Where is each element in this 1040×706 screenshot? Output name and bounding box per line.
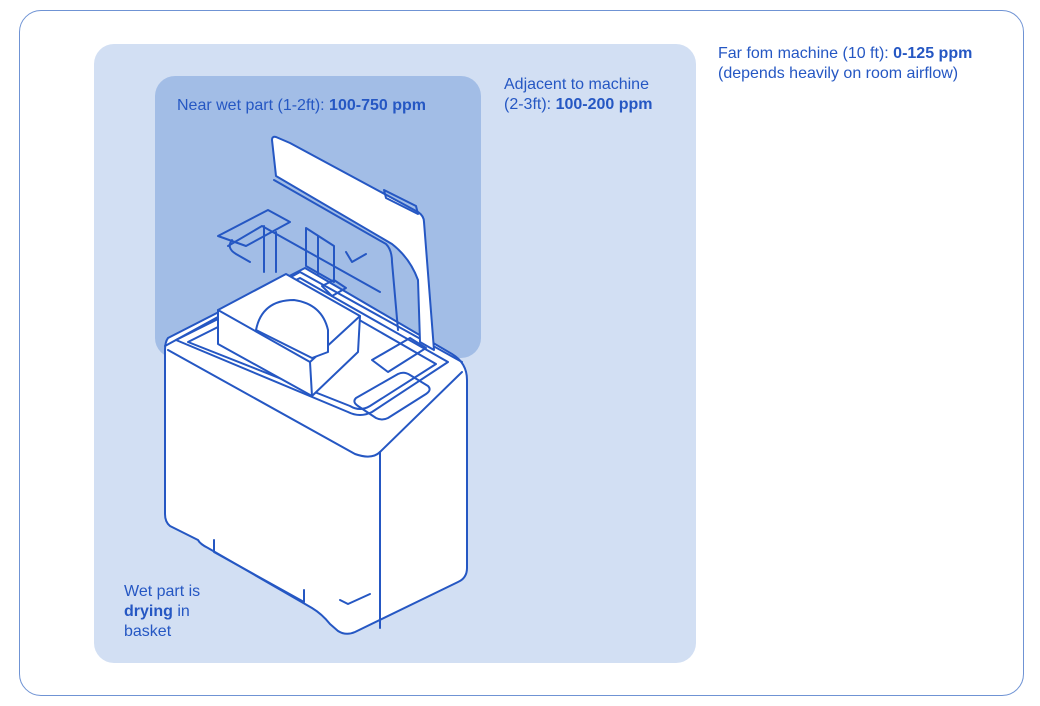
wet-part-rest: in: [172, 603, 190, 620]
far-zone-prefix: Far fom machine (10 ft):: [718, 45, 894, 62]
near-zone-prefix: Near wet part (1-2ft):: [177, 97, 330, 114]
wet-part-line1: Wet part is: [124, 583, 201, 600]
near-zone-label: Near wet part (1-2ft): 100-750 ppm: [177, 96, 426, 116]
far-zone-value: 0-125 ppm: [893, 45, 973, 62]
far-zone-label: Far fom machine (10 ft): 0-125 ppm (depen…: [718, 44, 972, 84]
near-zone-value: 100-750 ppm: [329, 97, 426, 114]
diagram-frame: [19, 10, 1024, 696]
adjacent-zone-value: 100-200 ppm: [555, 96, 653, 113]
wet-part-line3: basket: [124, 623, 172, 640]
adjacent-zone-label: Adjacent to machine (2-3ft): 100-200 ppm: [504, 75, 653, 115]
wet-part-bold: drying: [124, 603, 173, 620]
adjacent-zone-line1: Adjacent to machine: [504, 76, 649, 93]
far-zone-note: (depends heavily on room airflow): [718, 65, 959, 82]
adjacent-zone-prefix: (2-3ft):: [504, 96, 556, 113]
